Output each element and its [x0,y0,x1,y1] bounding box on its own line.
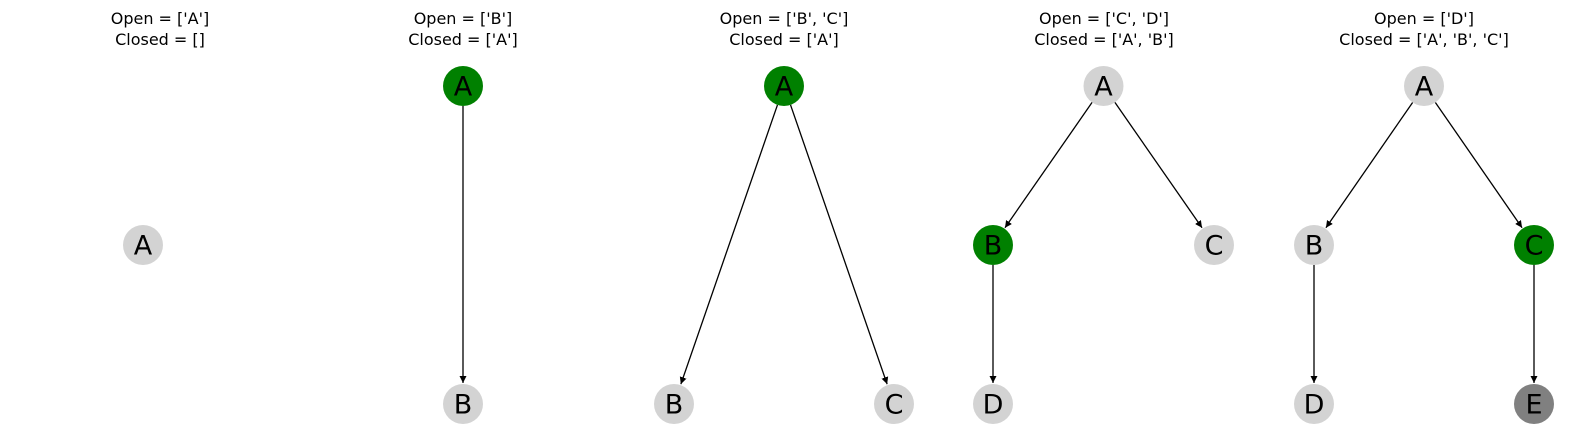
node-C: C [1194,225,1234,265]
node-label: A [1094,72,1113,103]
node-label: B [1305,231,1324,262]
node-D: D [973,384,1013,424]
edge-A-B [1325,102,1414,229]
node-label: E [1525,390,1542,421]
node-label: A [454,72,473,103]
panel-title: Open = ['A'] Closed = [] [0,8,320,50]
edge-A-C [1434,102,1523,229]
node-D: D [1294,384,1334,424]
tree-panel-3: A B C [654,66,914,424]
node-circle [973,384,1013,424]
search-step-panel-4: Open = ['C', 'D'] Closed = ['A', 'B'] [944,0,1264,448]
node-circle [1404,66,1444,106]
edge-A-C [1114,102,1203,229]
tree-panel-5: A B C D E [1294,66,1554,424]
node-label: C [1205,231,1224,262]
node-circle [1514,384,1554,424]
search-step-panel-3: Open = ['B', 'C'] Closed = ['A'] [624,0,944,448]
node-circle [1514,225,1554,265]
node-label: A [1415,72,1434,103]
edge-A-B [679,104,779,385]
node-A: A [123,225,163,265]
panel-title: Open = ['B'] Closed = ['A'] [303,8,623,50]
node-label: D [1304,390,1325,421]
node-C: C [874,384,914,424]
node-circle [1294,225,1334,265]
tree-panel-2: AB [443,66,483,424]
node-circle [764,66,804,106]
search-step-panel-1: Open = ['A'] Closed = [] [0,0,320,448]
panel-title: Open = ['B', 'C'] Closed = ['A'] [624,8,944,50]
node-B: B [654,384,694,424]
node-circle [443,384,483,424]
edge-A-B [1004,102,1093,229]
node-A: A [1083,66,1124,106]
open-list-text: Open = ['B', 'C'] [719,9,849,28]
node-label: A [775,72,794,103]
open-list-text: Open = ['D'] [1374,9,1474,28]
node-label: D [983,390,1004,421]
open-list-text: Open = ['C', 'D'] [1038,9,1170,28]
node-circle [1194,225,1234,265]
node-circle [654,384,694,424]
node-B: B [443,384,483,424]
tree-panel-1: A [123,225,163,265]
node-circle [123,225,163,265]
node-circle [973,225,1013,265]
tree-panel-4: A B C D [973,66,1234,424]
closed-list-text: Closed = [] [115,30,205,49]
closed-list-text: Closed = ['A'] [408,30,518,49]
open-list-text: Open = ['A'] [110,9,210,28]
node-C: C [1514,225,1554,265]
search-step-panel-5: Open = ['D'] Closed = ['A', 'B', 'C'] [1264,0,1570,448]
node-circle [874,384,914,424]
node-circle [1294,384,1334,424]
closed-list-text: Closed = ['A'] [729,30,839,49]
panel-title: Open = ['D'] Closed = ['A', 'B', 'C'] [1264,8,1570,50]
edge-A-C [789,104,889,385]
node-B: B [1294,225,1334,265]
node-A: A [764,66,804,106]
closed-list-text: Closed = ['A', 'B', 'C'] [1339,30,1509,49]
node-circle [1083,66,1124,106]
node-label: B [984,231,1003,262]
node-label: A [134,231,153,262]
search-step-panel-2: Open = ['B'] Closed = ['A'] [303,0,623,448]
node-A: A [443,66,483,106]
panel-title: Open = ['C', 'D'] Closed = ['A', 'B'] [944,8,1264,50]
node-E: E [1514,384,1554,424]
node-label: C [1525,231,1544,262]
node-circle [443,66,483,106]
node-B: B [973,225,1013,265]
node-label: C [885,390,904,421]
node-label: B [454,390,473,421]
open-list-text: Open = ['B'] [413,9,513,28]
closed-list-text: Closed = ['A', 'B'] [1034,30,1174,49]
node-A: A [1404,66,1444,106]
node-label: B [665,390,684,421]
